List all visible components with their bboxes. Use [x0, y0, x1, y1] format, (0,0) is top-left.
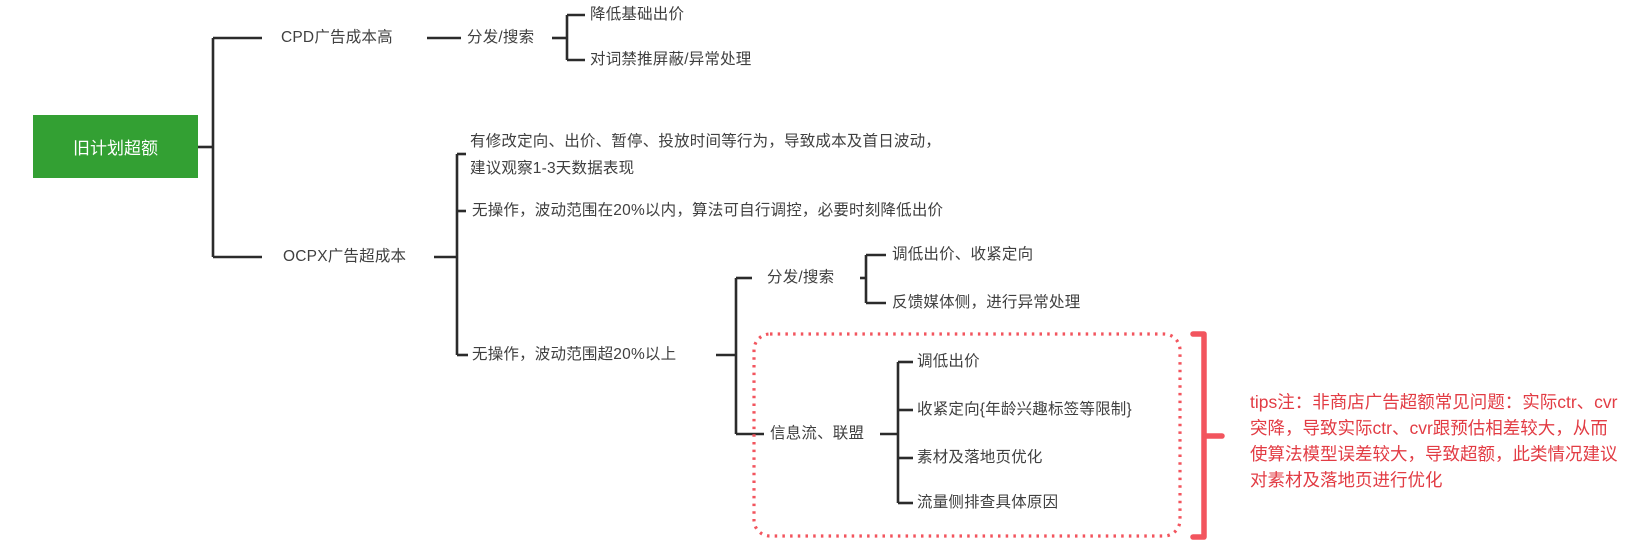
node-cpd: CPD广告成本高 — [281, 29, 393, 46]
branch-lines — [198, 13, 913, 505]
leaf-dist-1: 调低出价、收紧定向 — [892, 246, 1034, 263]
tips-line-3: 使算法模型误差较大，导致超额，此类情况建议 — [1250, 444, 1618, 464]
leaf-feed-2: 收紧定向{年龄兴趣标签等限制} — [917, 401, 1132, 418]
highlight-bracket — [1190, 331, 1225, 540]
highlight-dotted-box — [752, 332, 1182, 538]
case-modified-line2: 建议观察1-3天数据表现 — [470, 160, 635, 177]
tips-line-4: 对素材及落地页进行优化 — [1250, 470, 1443, 490]
root-node: 旧计划超额 — [33, 115, 198, 178]
node-case-within20: 无操作，波动范围在20%以内，算法可自行调控，必要时刻降低出价 — [472, 202, 944, 219]
leaf-feed-1: 调低出价 — [917, 353, 980, 370]
tips-line-1: tips注：非商店广告超额常见问题：实际ctr、cvr — [1250, 392, 1618, 412]
root-node-label: 旧计划超额 — [73, 139, 158, 158]
leaf-feed-4: 流量侧排查具体原因 — [917, 494, 1059, 511]
node-ocpx: OCPX广告超成本 — [283, 248, 407, 265]
node-case-modified: 有修改定向、出价、暂停、投放时间等行为，导致成本及首日波动， 建议观察1-3天数… — [470, 128, 941, 182]
leaf-dist-2: 反馈媒体侧，进行异常处理 — [892, 294, 1081, 311]
node-case-over20: 无操作，波动范围超20%以上 — [472, 346, 677, 363]
node-feed-union: 信息流、联盟 — [770, 425, 865, 442]
node-dist-search: 分发/搜索 — [767, 269, 835, 286]
case-modified-line1: 有修改定向、出价、暂停、投放时间等行为，导致成本及首日波动， — [470, 133, 942, 150]
tips-line-2: 突降，导致实际ctr、cvr跟预估相差较大，从而 — [1250, 418, 1608, 438]
leaf-cpd-1: 降低基础出价 — [590, 6, 685, 23]
leaf-cpd-2: 对词禁推屏蔽/异常处理 — [590, 51, 752, 68]
node-cpd-channel: 分发/搜索 — [467, 29, 535, 46]
tips-note: tips注：非商店广告超额常见问题：实际ctr、cvr 突降，导致实际ctr、c… — [1250, 389, 1636, 493]
leaf-feed-3: 素材及落地页优化 — [917, 449, 1043, 466]
